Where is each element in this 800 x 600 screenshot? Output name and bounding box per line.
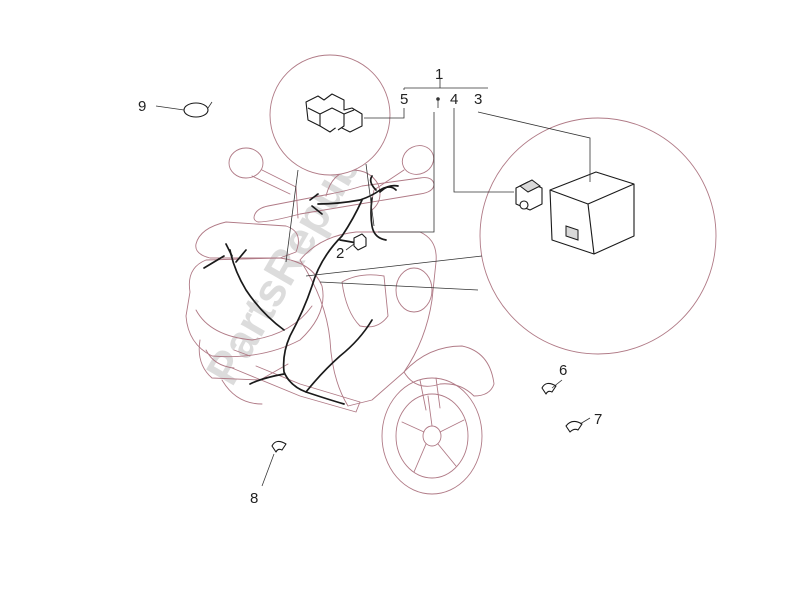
wiring-harness [203, 175, 399, 405]
label-5: 5 [400, 91, 408, 108]
callout-labels: 1 5 4 3 9 2 6 7 8 [138, 66, 602, 507]
connector-part [353, 233, 367, 251]
clip-8-part [271, 440, 287, 453]
group-dot [436, 97, 440, 101]
label-1: 1 [435, 66, 443, 83]
label-8: 8 [250, 490, 258, 507]
label-2: 2 [336, 245, 344, 262]
clip-6-part [541, 382, 557, 395]
control-unit-part [549, 171, 635, 255]
label-9: 9 [138, 98, 146, 115]
band-clip-part [183, 101, 213, 118]
label-3: 3 [474, 91, 482, 108]
clip-7-part [565, 420, 583, 433]
fuse-part [515, 179, 543, 211]
leader-lines [155, 78, 591, 487]
relay-part [305, 93, 363, 133]
label-7: 7 [594, 411, 602, 428]
label-4: 4 [450, 91, 458, 108]
label-6: 6 [559, 362, 567, 379]
